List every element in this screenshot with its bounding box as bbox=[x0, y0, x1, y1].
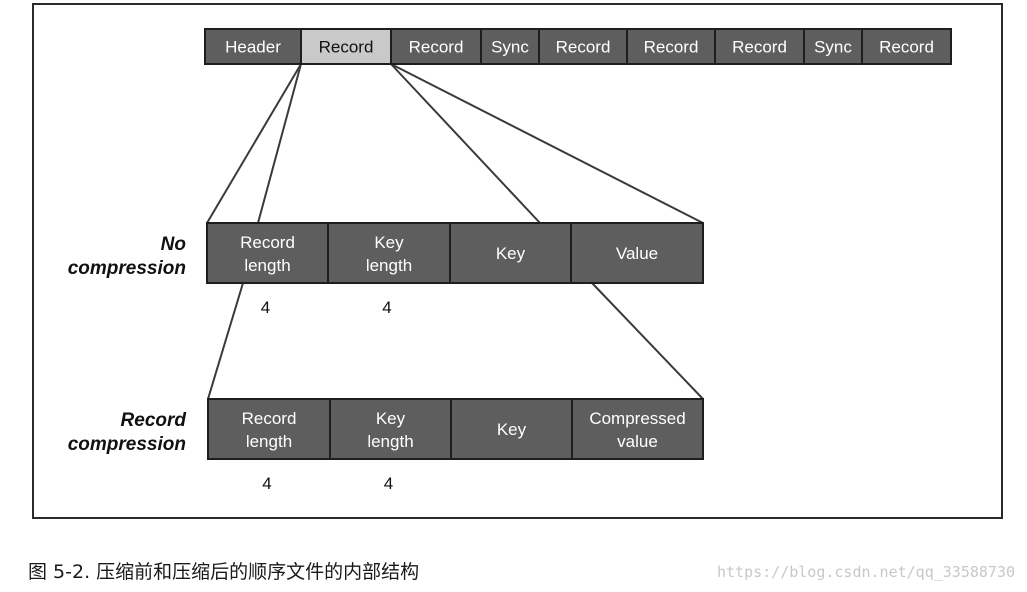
figure-frame bbox=[32, 3, 1003, 519]
top-cell-label: Record bbox=[319, 38, 374, 57]
top-cell-record-8 bbox=[861, 28, 952, 65]
row-label-line: compression bbox=[68, 434, 186, 455]
field-cell-3 bbox=[571, 398, 704, 460]
field-cell-2 bbox=[449, 222, 572, 284]
field-cell-label: Compressed bbox=[589, 409, 685, 428]
field-cell-label: Value bbox=[616, 244, 658, 263]
field-cell-label: Key bbox=[374, 233, 404, 252]
field-size-label: 4 bbox=[262, 474, 271, 493]
connector-lines bbox=[206, 63, 704, 400]
top-cell-header-0 bbox=[204, 28, 302, 65]
file-record-row: Header Record Record Sync Record Record Record… bbox=[204, 28, 952, 65]
connector-line bbox=[390, 63, 704, 224]
field-cell-label: length bbox=[366, 256, 412, 275]
connector-line bbox=[257, 63, 302, 224]
record-compression-row: Record compression Record length Key length Ke… bbox=[68, 398, 704, 493]
field-cell-label: length bbox=[367, 432, 413, 451]
top-cell-label: Sync bbox=[491, 38, 529, 57]
field-cell-1 bbox=[327, 222, 451, 284]
row-label-line: compression bbox=[68, 258, 186, 279]
top-cell-sync-3 bbox=[480, 28, 540, 65]
connector-line bbox=[591, 282, 704, 400]
field-cell-label: length bbox=[244, 256, 290, 275]
field-cell-label: Key bbox=[497, 420, 527, 439]
field-size-label: 4 bbox=[382, 298, 391, 317]
field-cell-3 bbox=[570, 222, 704, 284]
top-cell-label: Sync bbox=[814, 38, 852, 57]
field-cell-label: length bbox=[246, 432, 292, 451]
top-cell-record-2 bbox=[390, 28, 482, 65]
field-cell-label: Record bbox=[240, 233, 295, 252]
field-cell-label: Key bbox=[496, 244, 526, 263]
top-cell-record-6 bbox=[714, 28, 805, 65]
field-size-label: 4 bbox=[261, 298, 270, 317]
top-cell-label: Header bbox=[225, 38, 281, 57]
field-cell-0 bbox=[206, 222, 329, 284]
top-cell-label: Record bbox=[879, 38, 934, 57]
connector-line bbox=[390, 63, 541, 224]
field-cell-label: value bbox=[617, 432, 658, 451]
row-label-line: Record bbox=[121, 410, 187, 431]
field-cell-label: Key bbox=[376, 409, 406, 428]
row-label-line: No bbox=[161, 234, 186, 255]
field-cell-0 bbox=[207, 398, 331, 460]
top-cell-label: Record bbox=[732, 38, 787, 57]
field-cell-label: Record bbox=[242, 409, 297, 428]
top-cell-label: Record bbox=[556, 38, 611, 57]
connector-line bbox=[207, 282, 244, 400]
top-cell-record-1 bbox=[300, 28, 392, 65]
top-cell-label: Record bbox=[409, 38, 464, 57]
watermark-url: https://blog.csdn.net/qq_33588730 bbox=[716, 563, 1015, 581]
field-cell-2 bbox=[450, 398, 573, 460]
top-cell-record-4 bbox=[538, 28, 628, 65]
field-cell-1 bbox=[329, 398, 452, 460]
top-cell-label: Record bbox=[644, 38, 699, 57]
figure-caption: 图 5-2. 压缩前和压缩后的顺序文件的内部结构 bbox=[28, 561, 420, 583]
field-size-label: 4 bbox=[384, 474, 393, 493]
connector-line bbox=[206, 63, 302, 224]
